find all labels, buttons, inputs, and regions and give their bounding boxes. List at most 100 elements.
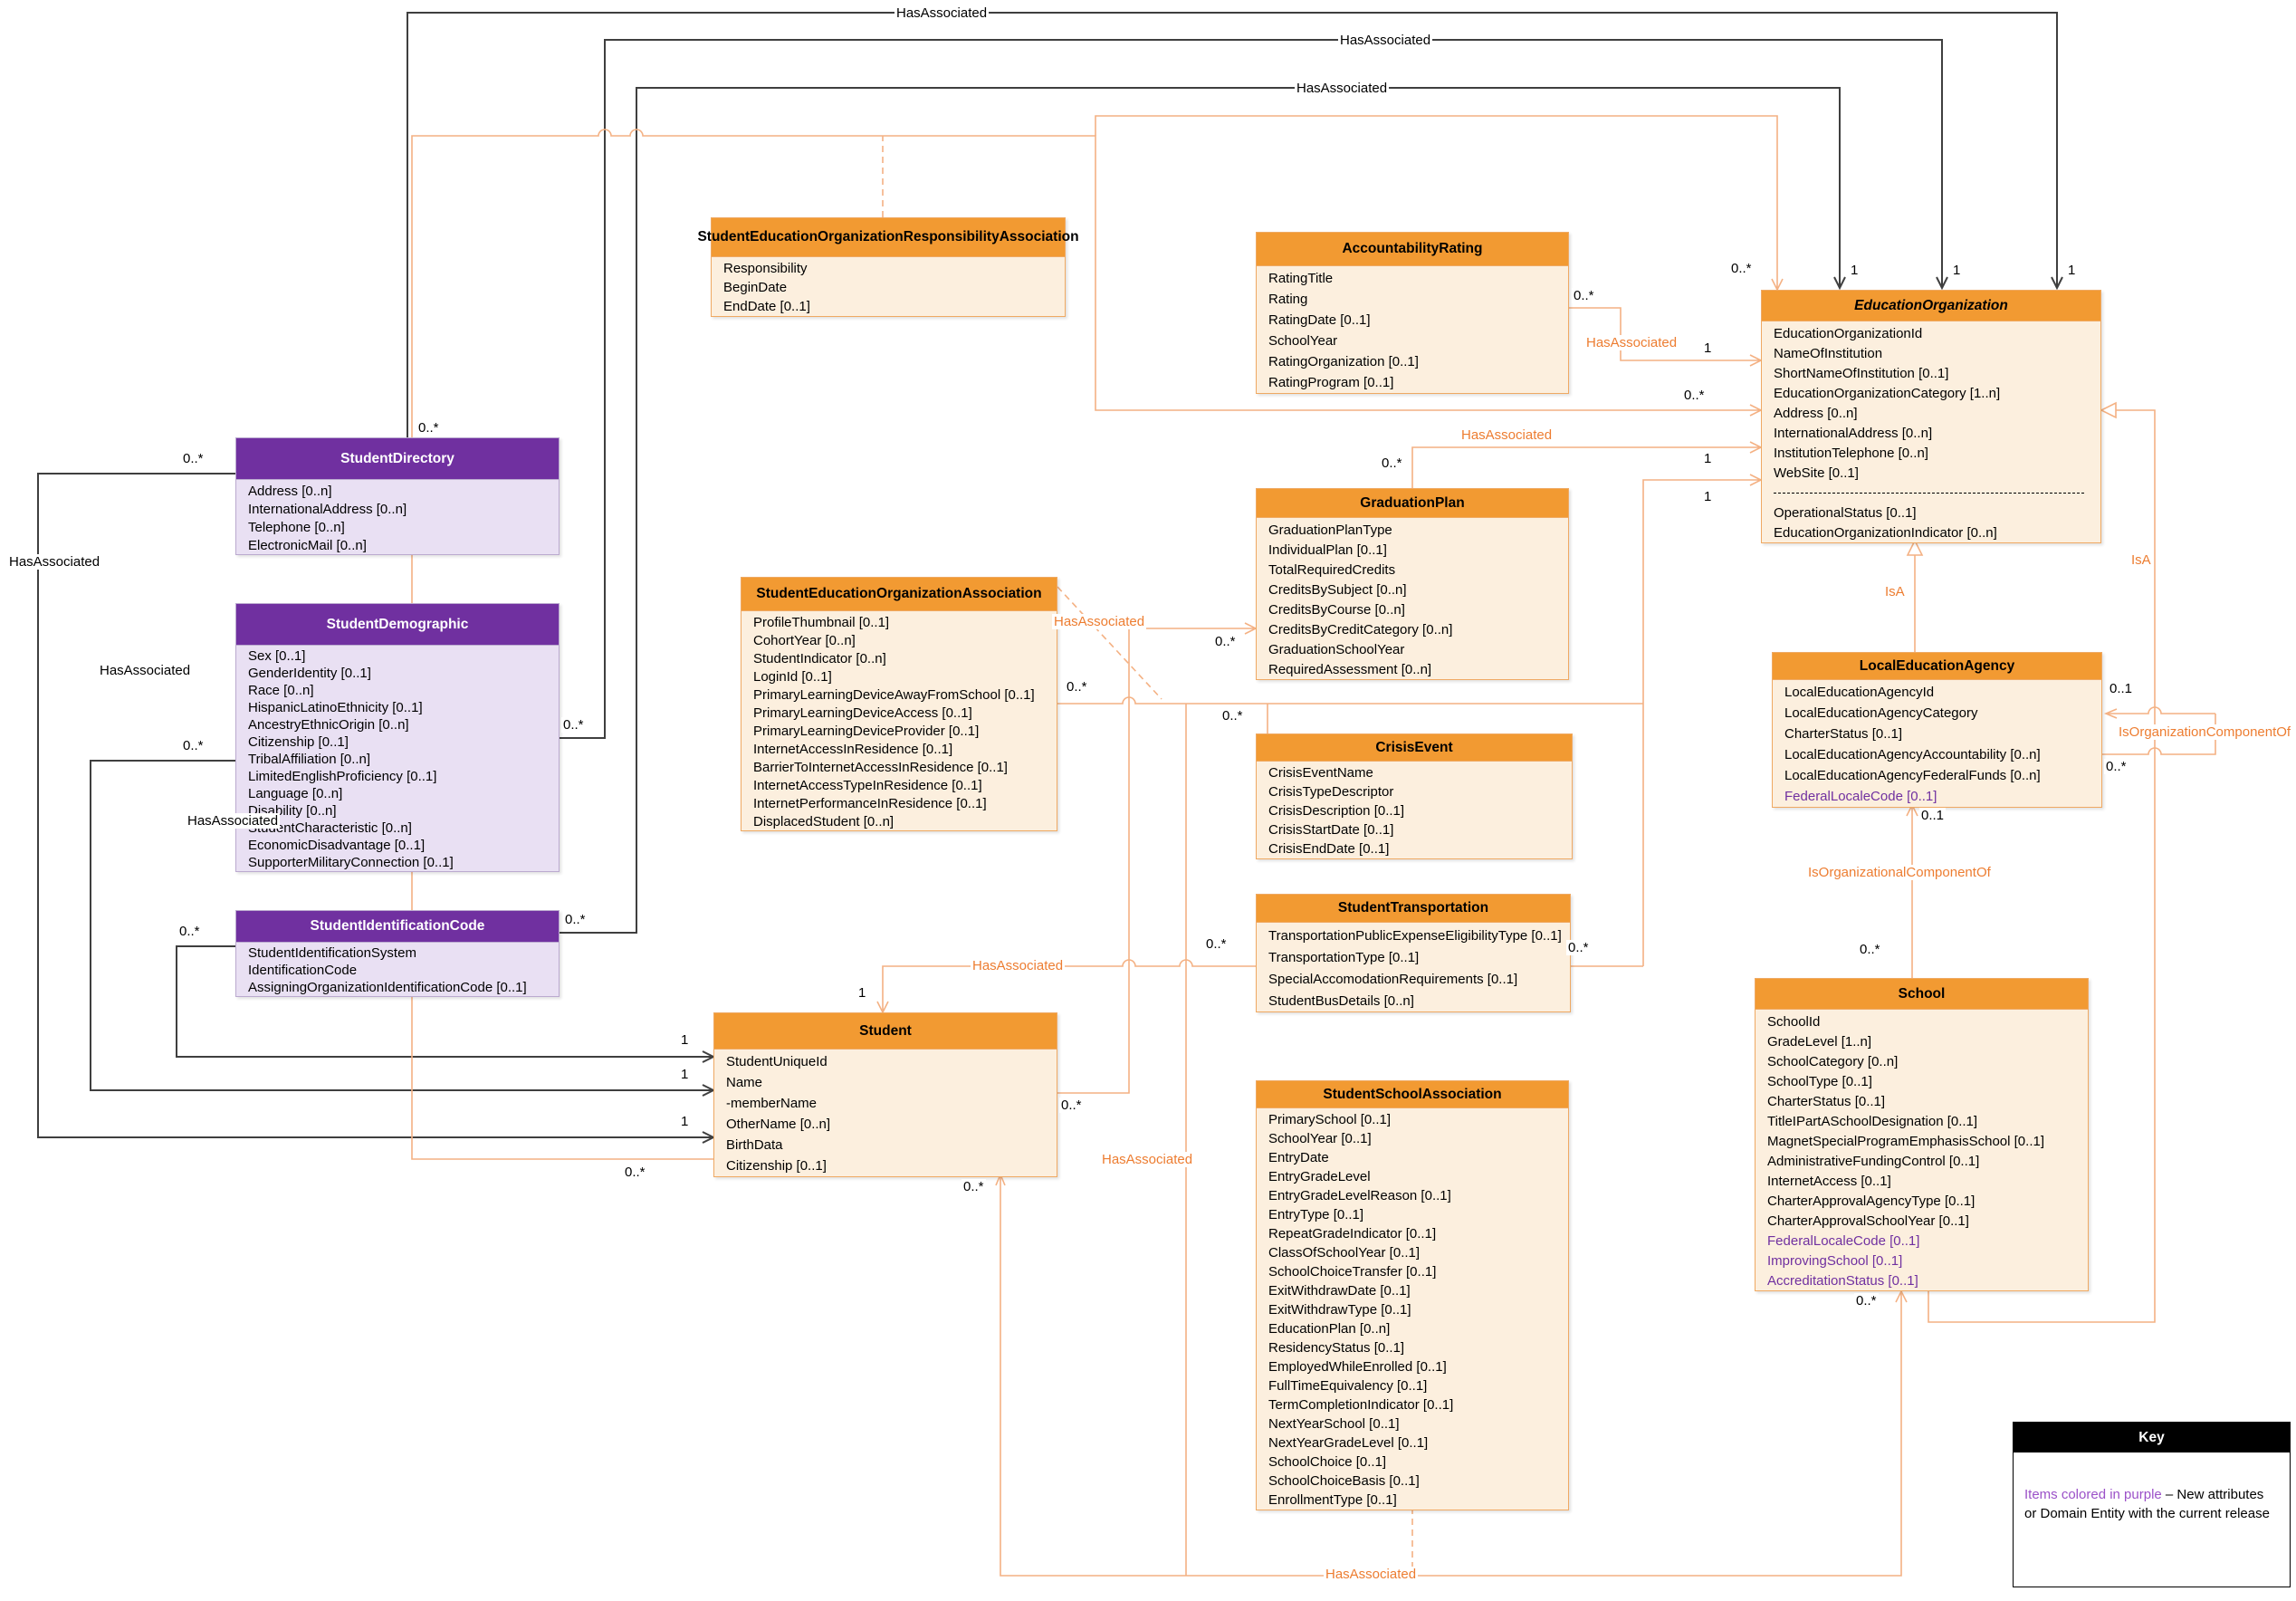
attribute-row: SpecialAccomodationRequirements [0..1] (1257, 968, 1570, 990)
attribute-row: EducationOrganizationCategory [1..n] (1762, 383, 2100, 403)
attribute-row: -memberName (714, 1093, 1057, 1114)
entity-student[interactable]: StudentStudentUniqueIdName-memberNameOth… (713, 1012, 1057, 1177)
multiplicity-label: 0..* (1572, 288, 1596, 303)
attribute-row: CharterStatus [0..1] (1755, 1091, 2088, 1111)
entity-title-accountability-rating: AccountabilityRating (1257, 233, 1568, 266)
attribute-row: StudentBusDetails [0..n] (1257, 990, 1570, 1011)
attribute-row: ExitWithdrawType [0..1] (1257, 1300, 1568, 1319)
entity-title-local-education-agency: LocalEducationAgency (1773, 653, 2101, 680)
entity-crisis-event[interactable]: CrisisEventCrisisEventNameCrisisTypeDesc… (1256, 733, 1573, 859)
association-label: HasAssociated (1584, 335, 1679, 350)
multiplicity-label: 0..* (1059, 1098, 1084, 1113)
entity-student-education-organization-association[interactable]: StudentEducationOrganizationAssociationP… (741, 577, 1057, 831)
multiplicity-label: 0..* (1220, 708, 1245, 724)
multiplicity-label: 0..* (177, 924, 202, 939)
entity-title-student: Student (714, 1013, 1057, 1050)
attribute-row: StudentIdentificationSystem (236, 944, 559, 962)
entity-education-organization[interactable]: EducationOrganizationEducationOrganizati… (1761, 290, 2101, 543)
entity-title-student-education-organization-responsibility-association: StudentEducationOrganizationResponsibili… (712, 218, 1065, 257)
entity-title-student-school-association: StudentSchoolAssociation (1257, 1081, 1568, 1108)
attribute-row: Address [0..n] (236, 482, 559, 500)
attribute-row: Sex [0..1] (236, 647, 559, 665)
attribute-row: TransportationType [0..1] (1257, 946, 1570, 968)
attribute-row: ImprovingSchool [0..1] (1755, 1251, 2088, 1270)
multiplicity-label: 1 (1702, 451, 1713, 466)
association-label: IsA (1883, 584, 1907, 599)
association-label: HasAssociated (98, 663, 192, 678)
multiplicity-label: 1 (1702, 340, 1713, 356)
attribute-row: StudentCharacteristic [0..n] (236, 820, 559, 837)
entity-title-student-education-organization-association: StudentEducationOrganizationAssociation (741, 578, 1057, 611)
multiplicity-label: 0..* (181, 738, 206, 753)
entity-student-education-organization-responsibility-association[interactable]: StudentEducationOrganizationResponsibili… (711, 217, 1066, 317)
attribute-separator (1762, 483, 2100, 503)
attribute-row: StudentUniqueId (714, 1051, 1057, 1072)
attribute-row: CrisisEndDate [0..1] (1257, 839, 1572, 858)
attribute-row: EntryType [0..1] (1257, 1205, 1568, 1224)
attribute-row: Rating (1257, 289, 1568, 310)
key-title: Key (2014, 1423, 2290, 1452)
entity-graduation-plan[interactable]: GraduationPlanGraduationPlanTypeIndividu… (1256, 488, 1569, 680)
attribute-row: PrimaryLearningDeviceProvider [0..1] (741, 722, 1057, 740)
entity-school[interactable]: SchoolSchoolIdGradeLevel [1..n]SchoolCat… (1755, 978, 2089, 1291)
multiplicity-label: 0..1 (1919, 808, 1946, 823)
attribute-row: OtherName [0..n] (714, 1114, 1057, 1135)
multiplicity-label: 0..* (1566, 940, 1591, 955)
multiplicity-label: 0..* (181, 451, 206, 466)
attribute-row: SchoolId (1755, 1011, 2088, 1031)
attribute-row: AncestryEthnicOrigin [0..n] (236, 716, 559, 733)
multiplicity-label: 0..* (1204, 936, 1229, 952)
entity-student-transportation[interactable]: StudentTransportationTransportationPubli… (1256, 894, 1571, 1012)
association-label: HasAssociated (894, 5, 989, 21)
attribute-row: StudentIndicator [0..n] (741, 649, 1057, 667)
attribute-row: TribalAffiliation [0..n] (236, 751, 559, 768)
attribute-row: RatingOrganization [0..1] (1257, 351, 1568, 372)
attribute-row: AccreditationStatus [0..1] (1755, 1270, 2088, 1290)
attribute-row: SchoolChoiceBasis [0..1] (1257, 1472, 1568, 1491)
multiplicity-label: 0..* (2104, 759, 2129, 774)
attribute-row: EntryGradeLevel (1257, 1167, 1568, 1186)
attribute-row: RequiredAssessment [0..n] (1257, 659, 1568, 679)
attribute-row: CrisisEventName (1257, 763, 1572, 782)
multiplicity-label: 0..* (1380, 455, 1404, 471)
attribute-row: InternationalAddress [0..n] (236, 500, 559, 518)
attribute-row: CrisisDescription [0..1] (1257, 801, 1572, 820)
attribute-row: RatingDate [0..1] (1257, 310, 1568, 331)
attribute-row: NextYearGradeLevel [0..1] (1257, 1433, 1568, 1452)
connector-line (1057, 697, 1643, 704)
entity-title-school: School (1755, 979, 2088, 1010)
entity-student-identification-code[interactable]: StudentIdentificationCodeStudentIdentifi… (235, 910, 560, 997)
multiplicity-label: 0..* (563, 912, 588, 927)
attribute-row: Language [0..n] (236, 785, 559, 802)
association-label: HasAssociated (1100, 1152, 1194, 1167)
attribute-row: SchoolYear [0..1] (1257, 1129, 1568, 1148)
attribute-row: LimitedEnglishProficiency [0..1] (236, 768, 559, 785)
multiplicity-label: 0..* (1682, 388, 1707, 403)
attribute-row: EndDate [0..1] (712, 297, 1065, 316)
entity-student-school-association[interactable]: StudentSchoolAssociationPrimarySchool [0… (1256, 1080, 1569, 1510)
association-label: HasAssociated (1295, 81, 1389, 96)
attribute-row: LoginId [0..1] (741, 667, 1057, 685)
entity-title-crisis-event: CrisisEvent (1257, 734, 1572, 762)
attribute-row: TotalRequiredCredits (1257, 560, 1568, 580)
multiplicity-label: 1 (679, 1114, 690, 1129)
attribute-row: Race [0..n] (236, 682, 559, 699)
multiplicity-label: 0..1 (2108, 681, 2134, 696)
multiplicity-label: 1 (679, 1032, 690, 1048)
attribute-row: BirthData (714, 1135, 1057, 1155)
attribute-row: ProfileThumbnail [0..1] (741, 613, 1057, 631)
attribute-row: FederalLocaleCode [0..1] (1755, 1231, 2088, 1251)
entity-local-education-agency[interactable]: LocalEducationAgencyLocalEducationAgency… (1772, 652, 2102, 808)
attribute-row: NameOfInstitution (1762, 343, 2100, 363)
entity-title-student-directory: StudentDirectory (236, 438, 559, 480)
association-label: HasAssociated (186, 813, 280, 829)
entity-student-directory[interactable]: StudentDirectoryAddress [0..n]Internatio… (235, 437, 560, 555)
multiplicity-label: 1 (856, 985, 867, 1001)
association-label: HasAssociated (1052, 614, 1146, 629)
attribute-row: CreditsBySubject [0..n] (1257, 580, 1568, 599)
attribute-row: EducationPlan [0..n] (1257, 1319, 1568, 1338)
attribute-row: GradeLevel [1..n] (1755, 1031, 2088, 1051)
multiplicity-label: 0..* (1729, 261, 1754, 276)
entity-accountability-rating[interactable]: AccountabilityRatingRatingTitleRatingRat… (1256, 232, 1569, 394)
entity-student-demographic[interactable]: StudentDemographicSex [0..1]GenderIdenti… (235, 603, 560, 872)
